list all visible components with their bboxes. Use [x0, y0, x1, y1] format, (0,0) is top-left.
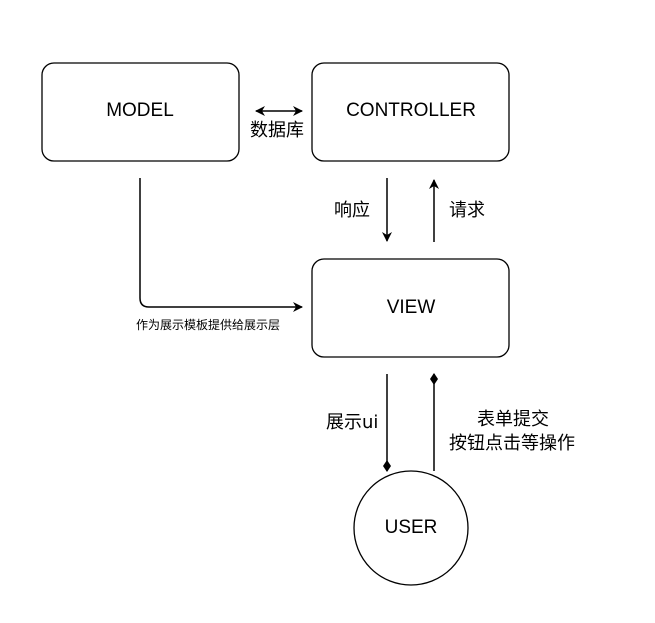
edge-model-controller: 数据库: [250, 106, 304, 141]
user-node: USER: [353, 470, 469, 586]
view-label: VIEW: [387, 297, 436, 318]
user-label: USER: [385, 517, 438, 538]
edge-label-form-submit: 表单提交: [477, 409, 549, 430]
edge-label-request: 请求: [449, 200, 485, 221]
view-node: VIEW: [311, 258, 510, 358]
edge-model-to-view: 作为展示模板提供给展示层: [136, 178, 303, 332]
model-node: MODEL: [41, 62, 240, 162]
controller-label: CONTROLLER: [346, 100, 476, 121]
edge-label-display-ui: 展示ui: [326, 412, 378, 433]
edge-controller-to-view: 响应: [334, 178, 392, 242]
model-label: MODEL: [106, 100, 174, 121]
edge-view-to-controller: 请求: [429, 179, 485, 242]
edge-label-response: 响应: [334, 200, 370, 221]
edge-view-to-user: 展示ui: [326, 374, 391, 472]
edge-user-to-view: 表单提交 按钮点击等操作: [430, 373, 575, 471]
elbow-arrow: [139, 178, 303, 312]
edge-label-model-controller: 数据库: [250, 120, 304, 141]
controller-node: CONTROLLER: [311, 62, 510, 162]
edge-label-button-click: 按钮点击等操作: [449, 433, 575, 454]
edge-label-template: 作为展示模板提供给展示层: [136, 317, 280, 332]
